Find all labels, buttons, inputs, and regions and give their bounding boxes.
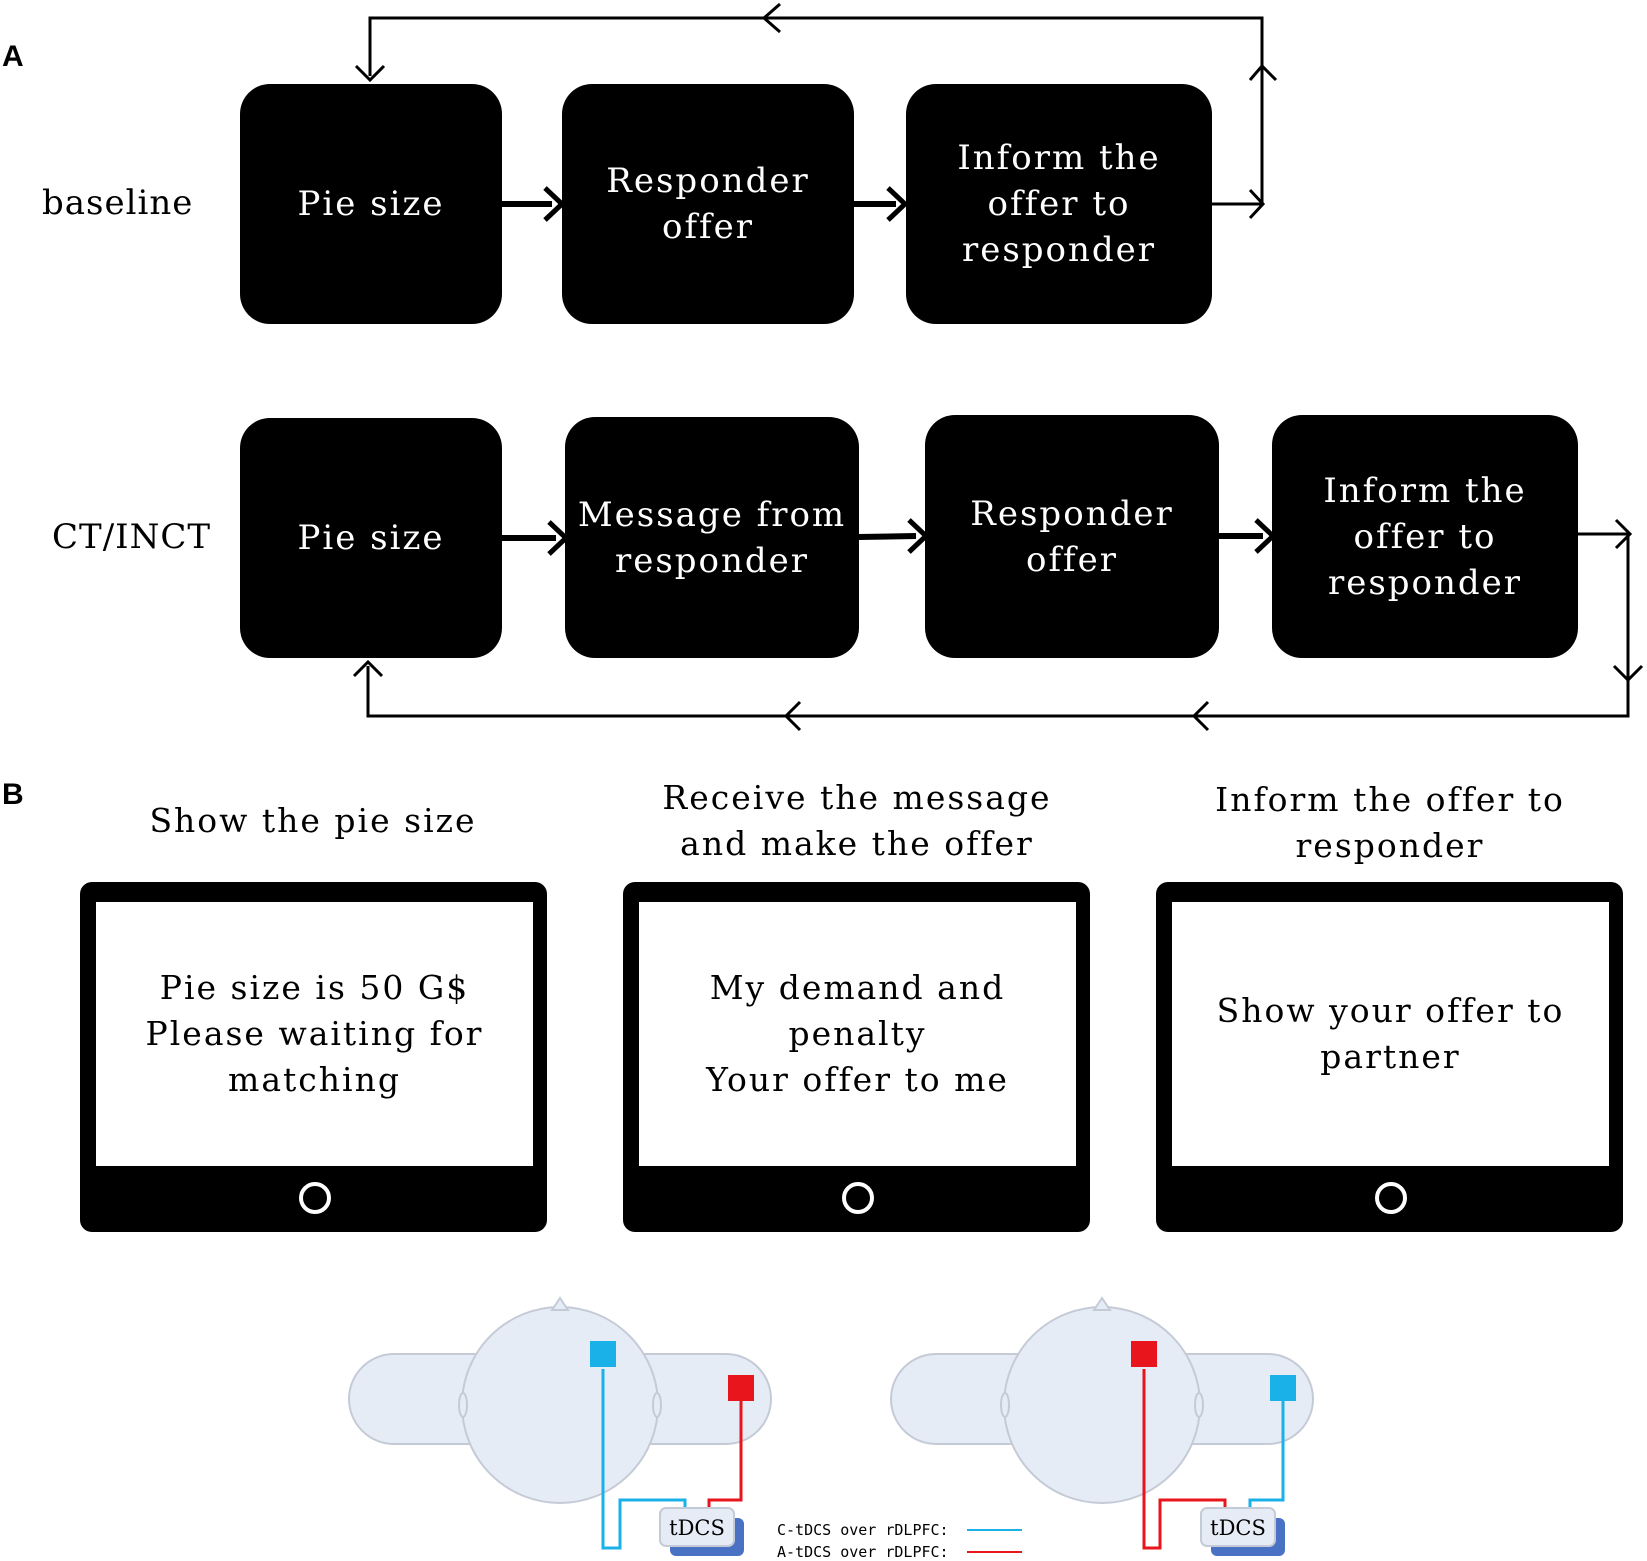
legend-ctdcs-text: C-tDCS over rDLPFC:	[777, 1521, 949, 1539]
tdcs-legend: C-tDCS over rDLPFC: A-tDCS over rDLPFC:	[777, 1521, 1022, 1561]
home-button-icon	[1374, 1182, 1407, 1214]
arrow-ct-2	[858, 533, 917, 540]
screen-title-1: Show the pie size	[149, 801, 477, 840]
arrowhead-ct-loop-down	[1612, 664, 1644, 683]
arrowhead-loop-left	[761, 2, 781, 34]
panel-b-letter: B	[2, 778, 24, 811]
tablet-3: Show your offer to partner	[1156, 882, 1623, 1232]
ct-step-message-from-responder: Message from responder	[565, 417, 859, 658]
head-2-nose-icon	[1092, 1296, 1112, 1311]
arrowhead-ct-3	[1254, 518, 1277, 554]
head-2-anode-electrode	[1131, 1341, 1157, 1367]
head-1-skull	[461, 1306, 659, 1504]
home-button-icon	[298, 1182, 331, 1214]
baseline-row-label: baseline	[42, 183, 194, 223]
head-2-ear-right	[1194, 1392, 1204, 1418]
arrowhead-loop-down	[354, 64, 386, 83]
arrowhead-ct-out	[1614, 518, 1633, 550]
baseline-step-inform-offer: Inform the offer to responder	[906, 84, 1212, 324]
baseline-loop-line	[368, 16, 1264, 204]
head-2-skull	[1003, 1306, 1201, 1504]
tablet-2: My demand and penalty Your offer to me	[623, 882, 1090, 1232]
head-1-nose-icon	[550, 1296, 570, 1311]
arrowhead-baseline-1	[543, 186, 566, 222]
head-1-ear-left	[458, 1392, 468, 1418]
arrowhead-ct-loop-up	[352, 659, 384, 678]
head-1-ear-right	[652, 1392, 662, 1418]
ct-inct-row-label: CT/INCT	[52, 517, 212, 557]
head-2-cathode-wire	[1248, 1387, 1285, 1512]
tablet-3-display: Show your offer to partner	[1172, 902, 1609, 1166]
head-1-anode-wire	[707, 1387, 743, 1512]
arrowhead-ct-loop-left-1	[1191, 700, 1210, 732]
ct-step-pie-size: Pie size	[240, 418, 502, 658]
arrowhead-ct-2	[907, 518, 930, 554]
head-1-cathode-wire	[601, 1369, 687, 1550]
head-2-anode-wire	[1142, 1369, 1227, 1550]
tablet-1-display: Pie size is 50 G$ Please waiting for mat…	[96, 902, 533, 1166]
head-2-ear-left	[1000, 1392, 1010, 1418]
arrowhead-loop-up	[1248, 63, 1278, 82]
screen-title-2: Receive the message and make the offer	[662, 778, 1052, 863]
arrowhead-baseline-out	[1248, 188, 1266, 220]
device-2-box	[1200, 1507, 1276, 1547]
ct-step-inform-offer: Inform the offer to responder	[1272, 415, 1578, 658]
device-1-box	[659, 1507, 735, 1547]
arrowhead-ct-1	[547, 520, 570, 556]
device-1-label: tDCS	[669, 1516, 725, 1540]
head-2: tDCS	[890, 1296, 1314, 1556]
head-1: tDCS	[348, 1296, 772, 1556]
tablet-2-display: My demand and penalty Your offer to me	[639, 902, 1076, 1166]
baseline-step-responder-offer: Responder offer	[562, 84, 854, 324]
device-2-label: tDCS	[1210, 1516, 1266, 1540]
head-1-anode-electrode	[728, 1375, 754, 1401]
tablet-1: Pie size is 50 G$ Please waiting for mat…	[80, 882, 547, 1232]
head-2-cathode-electrode	[1270, 1375, 1296, 1401]
ct-loop-line	[366, 532, 1630, 718]
head-1-cathode-electrode	[590, 1341, 616, 1367]
panel-a-letter: A	[2, 40, 24, 73]
screen-title-3: Inform the offer to responder	[1215, 780, 1565, 865]
home-button-icon	[841, 1182, 874, 1214]
ct-step-responder-offer: Responder offer	[925, 415, 1219, 658]
arrowhead-baseline-2	[886, 186, 909, 222]
legend-atdcs-text: A-tDCS over rDLPFC:	[777, 1543, 949, 1561]
baseline-step-pie-size: Pie size	[240, 84, 502, 324]
arrowhead-ct-loop-left-2	[783, 700, 802, 732]
